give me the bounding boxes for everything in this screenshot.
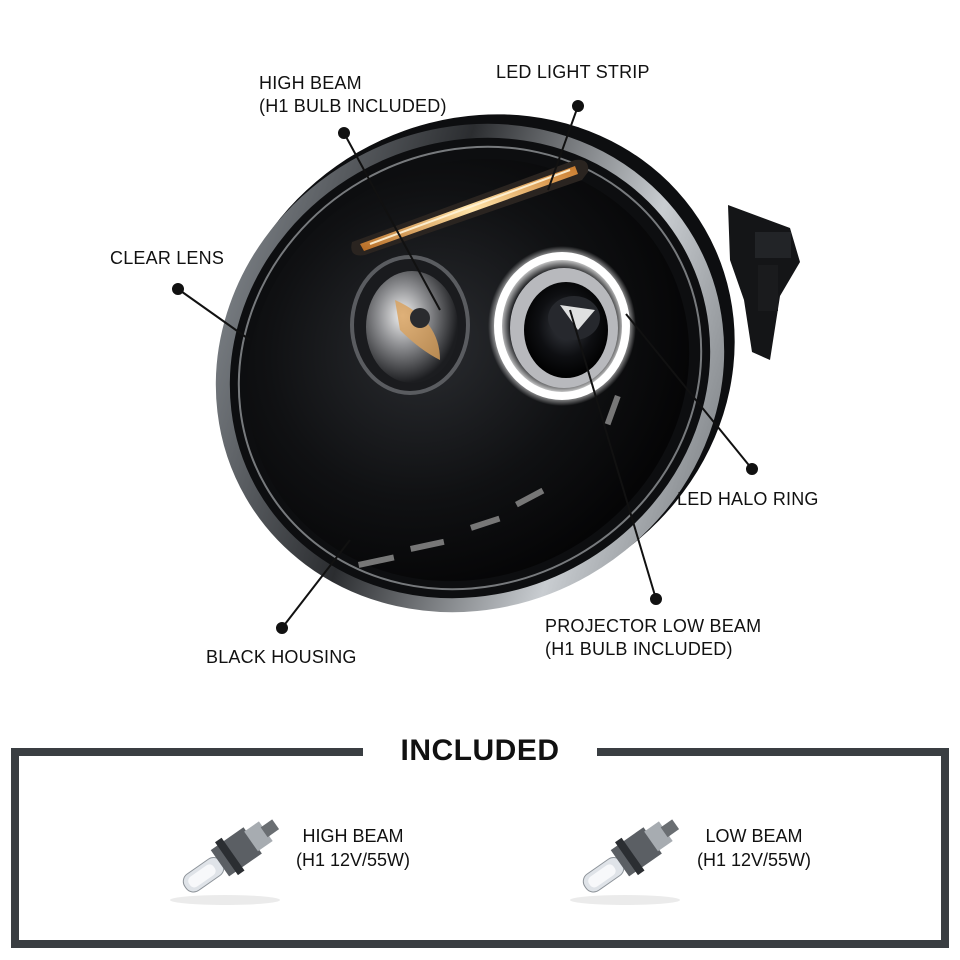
callout-led-strip: LED LIGHT STRIP [496,62,650,82]
callout-projector-line1: PROJECTOR LOW BEAM [545,616,762,636]
bulb-label-high-beam: HIGH BEAM (H1 12V/55W) [296,824,410,872]
projector-low-beam [488,246,636,406]
bulb-high-beam-spec: (H1 12V/55W) [296,850,411,870]
included-title: INCLUDED [400,734,560,767]
led-strip [351,159,589,256]
callout-black-housing: BLACK HOUSING [206,647,357,667]
bulb-low-beam-spec: (H1 12V/55W) [697,850,812,870]
callout-leaders [172,100,758,634]
bulb-high-beam-name: HIGH BEAM [302,826,404,846]
callout-led-halo: LED HALO RING [677,489,819,509]
housing-markings [357,394,621,568]
high-beam-reflector [350,255,470,395]
mounting-bracket [728,205,800,360]
callout-high-beam: HIGH BEAM (H1 BULB INCLUDED) [259,72,447,118]
callout-projector-low-beam: PROJECTOR LOW BEAM (H1 BULB INCLUDED) [545,615,761,661]
bulb-image-high-beam [170,819,280,905]
included-frame [11,748,949,948]
callout-high-beam-line1: HIGH BEAM [259,73,362,93]
bulb-label-low-beam: LOW BEAM (H1 12V/55W) [697,824,811,872]
bulb-image-low-beam [570,819,680,905]
callout-clear-lens: CLEAR LENS [110,248,225,268]
bulb-low-beam-name: LOW BEAM [705,826,803,846]
clear-lens-rim [215,123,725,613]
callout-projector-line2: (H1 BULB INCLUDED) [545,639,733,659]
callout-high-beam-line2: (H1 BULB INCLUDED) [259,96,447,116]
black-housing [246,158,690,582]
headlight-illustration [172,100,800,634]
